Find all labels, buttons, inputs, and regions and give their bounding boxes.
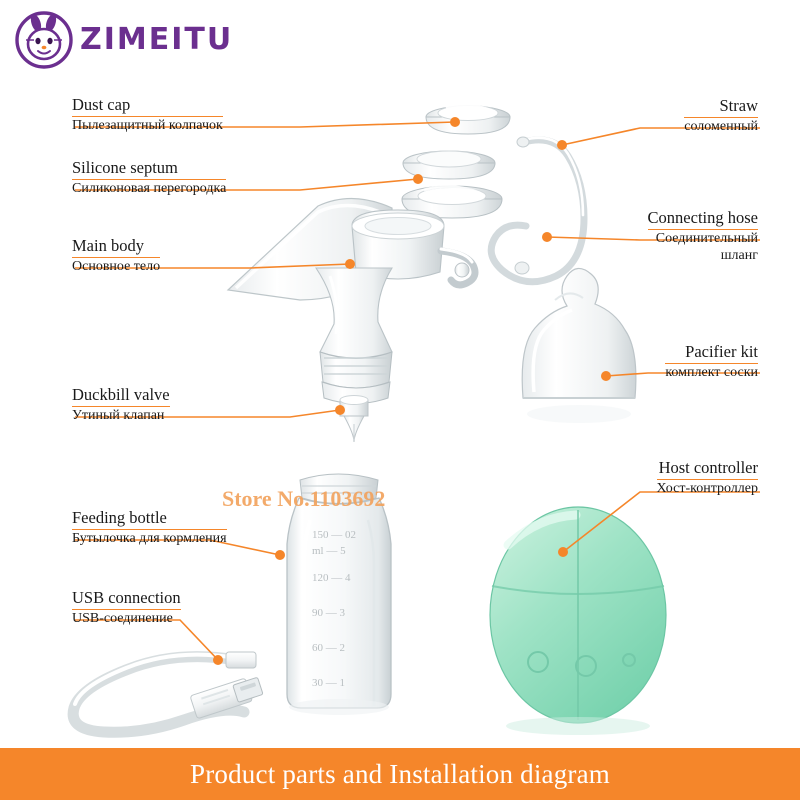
label-main-body: Main body Основное тело	[72, 236, 161, 276]
label-feeding-bottle-en: Feeding bottle	[72, 508, 227, 531]
footer-banner: Product parts and Installation diagram	[0, 748, 800, 800]
label-dust-cap: Dust cap Пылезащитный колпачок	[72, 95, 223, 135]
label-straw-en: Straw	[684, 96, 758, 119]
label-host-controller-en: Host controller	[656, 458, 758, 481]
store-watermark: Store No.1103692	[222, 486, 386, 511]
label-host-controller-ru: Хост-контроллер	[656, 481, 758, 497]
label-usb-connection: USB connection USB-соединение	[72, 588, 181, 628]
bottle-scale-item: ml — 5	[312, 545, 346, 557]
label-main-body-en: Main body	[72, 236, 161, 259]
bottle-scale: 150 — 02 ml — 5 120 — 4 90 — 3 60 — 2 30…	[312, 530, 382, 689]
label-connecting-hose: Connecting hose Соединительный шланг	[647, 208, 758, 265]
label-connecting-hose-en: Connecting hose	[647, 208, 758, 231]
label-duckbill-valve: Duckbill valve Утиный клапан	[72, 385, 170, 425]
label-straw-ru: соломенный	[684, 119, 758, 135]
label-dust-cap-en: Dust cap	[72, 95, 223, 118]
label-feeding-bottle: Feeding bottle Бутылочка для кормления	[72, 508, 227, 548]
label-usb-connection-ru: USB-соединение	[72, 611, 173, 627]
label-feeding-bottle-ru: Бутылочка для кормления	[72, 531, 227, 547]
label-pacifier-kit: Pacifier kit комплект соски	[665, 342, 758, 382]
label-connecting-hose-ru: Соединительный	[655, 231, 758, 247]
brand-name: ZIMEITU	[80, 22, 234, 57]
label-usb-connection-en: USB connection	[72, 588, 181, 611]
label-pacifier-kit-ru: комплект соски	[665, 365, 758, 381]
label-duckbill-valve-en: Duckbill valve	[72, 385, 170, 408]
bunny-logo-icon	[14, 10, 74, 70]
bottle-scale-item: 60 — 2	[312, 642, 345, 654]
label-silicone-septum-en: Silicone septum	[72, 158, 227, 181]
bottle-scale-item: 120 — 4	[312, 572, 351, 584]
usb-cable-illustration	[67, 651, 264, 738]
bottle-scale-item: 30 — 1	[312, 677, 345, 689]
label-straw: Straw соломенный	[684, 96, 758, 136]
footer-title: Product parts and Installation diagram	[190, 758, 610, 789]
bottle-scale-item: 150 — 02	[312, 529, 356, 541]
bottle-scale-item: 90 — 3	[312, 607, 345, 619]
label-silicone-septum-ru: Силиконовая перегородка	[72, 181, 227, 197]
label-pacifier-kit-en: Pacifier kit	[665, 342, 758, 365]
label-duckbill-valve-ru: Утиный клапан	[72, 408, 165, 424]
label-dust-cap-ru: Пылезащитный колпачок	[72, 118, 223, 134]
label-connecting-hose-ru2: шланг	[720, 247, 758, 263]
brand-logo: ZIMEITU	[14, 10, 233, 70]
label-silicone-septum: Silicone septum Силиконовая перегородка	[72, 158, 227, 198]
label-main-body-ru: Основное тело	[72, 259, 161, 275]
label-host-controller: Host controller Хост-контроллер	[656, 458, 758, 498]
